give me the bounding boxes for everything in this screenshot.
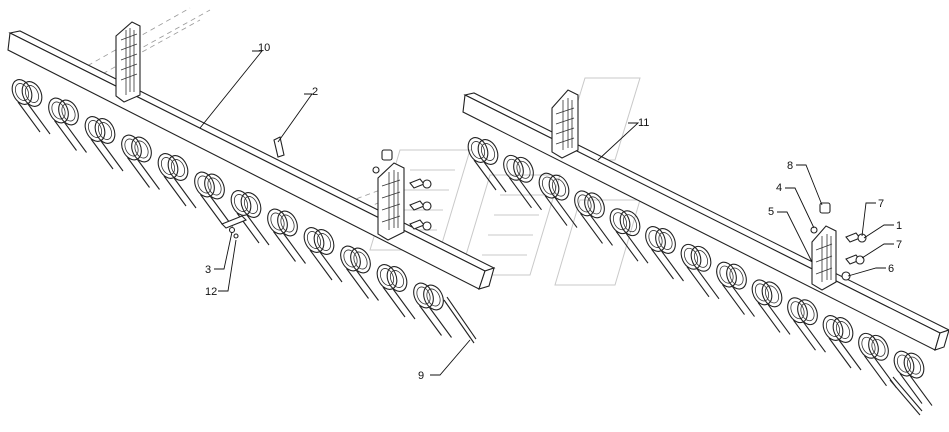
coil-tine — [503, 154, 542, 211]
right-center-bracket — [810, 202, 867, 291]
label-7b: 7 — [896, 239, 902, 251]
left-harrow-assembly — [7, 21, 496, 344]
left-square-tube — [7, 30, 496, 290]
coil-tine — [48, 97, 87, 153]
coil-tine — [376, 264, 416, 320]
left-center-bracket — [372, 149, 432, 241]
right-tine-row — [467, 137, 933, 406]
label-6: 6 — [888, 263, 894, 275]
right-mounting-bracket — [551, 89, 579, 159]
coil-tine — [467, 137, 507, 193]
label-12: 12 — [205, 286, 217, 298]
coil-tine — [194, 171, 233, 227]
label-2: 2 — [312, 86, 318, 98]
label-4: 4 — [776, 182, 782, 194]
tine-9-end — [443, 296, 477, 344]
coil-tine — [787, 297, 826, 353]
tine-end-right — [889, 376, 923, 416]
left-tine-row — [11, 79, 452, 338]
coil-tine — [303, 227, 343, 283]
coil-tine — [680, 243, 720, 300]
coil-tine — [121, 134, 160, 190]
right-square-tube — [462, 92, 949, 351]
pin-2 — [273, 136, 285, 158]
label-5: 5 — [768, 206, 774, 218]
coil-tine — [645, 226, 684, 282]
right-harrow-assembly — [462, 89, 949, 416]
left-mounting-bracket — [115, 21, 141, 103]
coil-tine — [538, 172, 578, 228]
coil-tine — [413, 282, 452, 338]
leader-lines — [199, 50, 894, 376]
coil-tine — [84, 116, 124, 172]
coil-tine — [751, 279, 791, 335]
coil-tine — [716, 261, 755, 317]
label-10: 10 — [258, 42, 270, 54]
coil-tine — [893, 350, 933, 406]
coil-tine — [267, 208, 306, 264]
label-9: 9 — [418, 370, 424, 382]
label-11: 11 — [638, 117, 649, 129]
label-8: 8 — [787, 160, 793, 172]
label-3: 3 — [205, 264, 211, 276]
coil-tine — [11, 79, 51, 135]
coil-tine — [609, 208, 649, 264]
label-7a: 7 — [878, 198, 884, 210]
clamp-plate-3-12 — [221, 215, 247, 239]
coil-tine — [157, 153, 197, 209]
coil-tine — [858, 332, 897, 389]
label-1: 1 — [896, 220, 902, 232]
coil-tine — [230, 190, 270, 246]
part-number-labels: 10 2 3 12 9 11 8 4 5 7 1 7 6 — [205, 42, 902, 382]
coil-tine — [822, 315, 862, 371]
coil-tine — [340, 245, 379, 301]
coil-tine — [574, 190, 613, 246]
